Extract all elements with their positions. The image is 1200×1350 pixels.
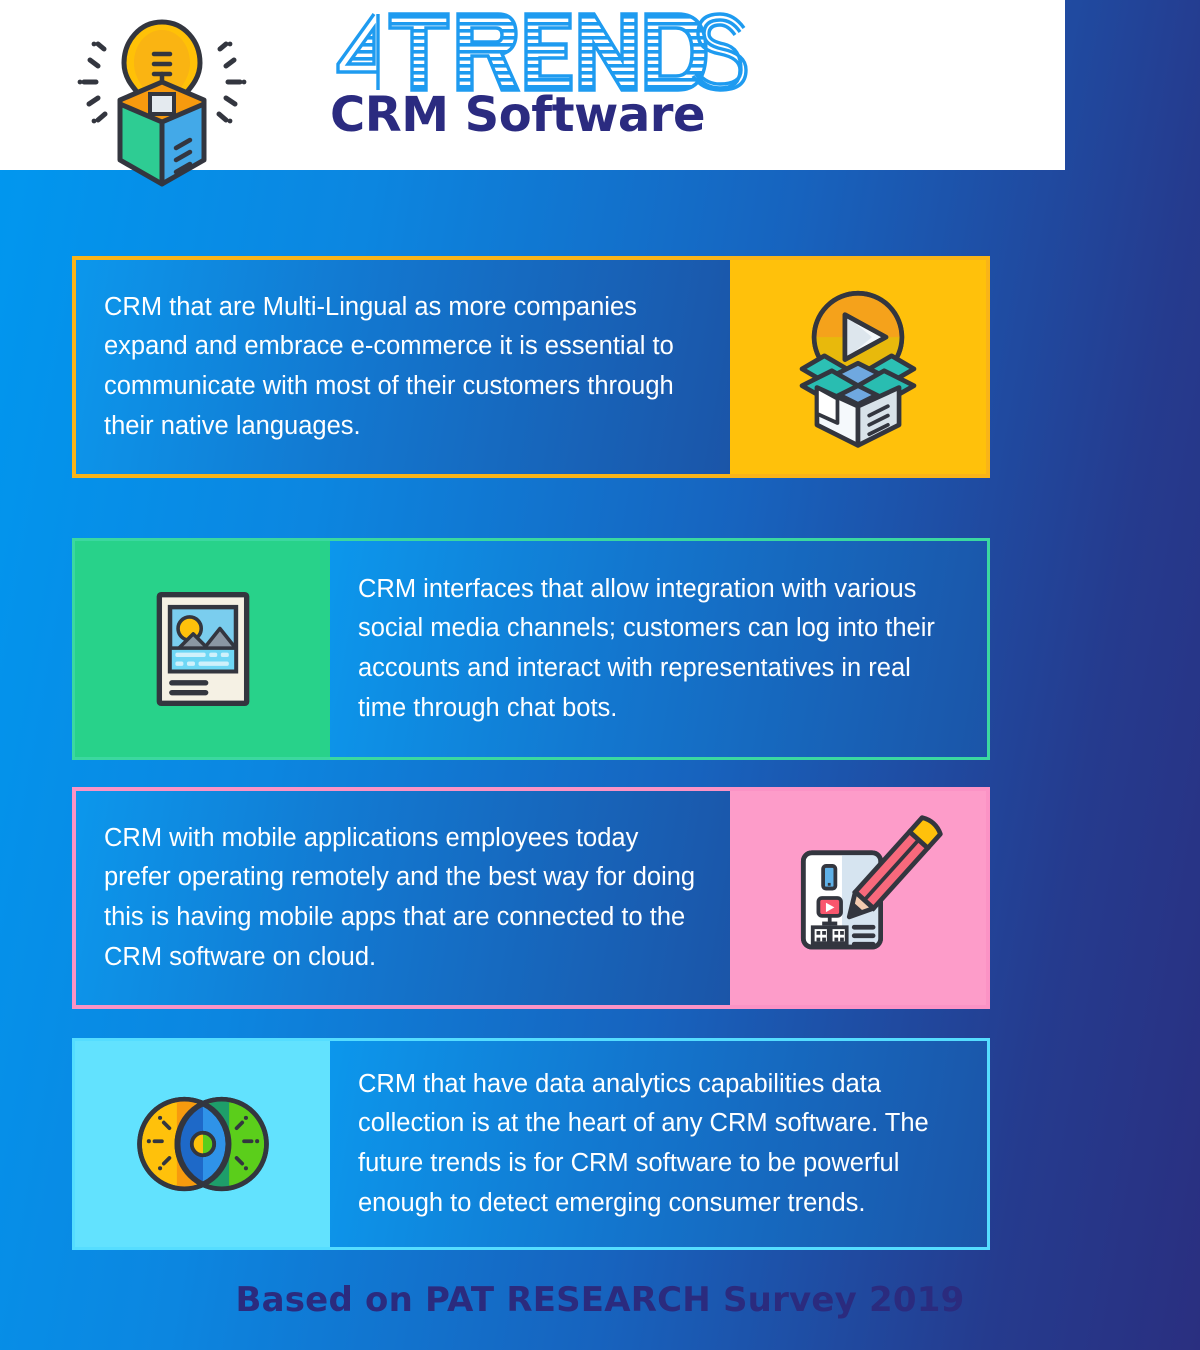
venn-diagram-icon <box>136 1096 269 1192</box>
trend-2-text-panel: CRM interfaces that allow integration wi… <box>330 541 987 757</box>
trend-1-icon-panel <box>730 260 986 474</box>
lightbulb-in-open-box-icon <box>72 8 252 193</box>
image-document-icon <box>156 591 249 707</box>
trend-block-2: CRM interfaces that allow integration wi… <box>72 538 990 760</box>
trend-block-3: CRM with mobile applications employees t… <box>72 787 990 1009</box>
trend-3-icon-panel <box>730 791 986 1005</box>
header-text-group: CRM Software <box>330 8 1030 140</box>
trend-4-icon-panel <box>75 1041 330 1247</box>
trend-4-text-panel: CRM that have data analytics capabilitie… <box>330 1041 987 1247</box>
page-title <box>330 8 1030 92</box>
trend-block-1: CRM that are Multi-Lingual as more compa… <box>72 256 990 478</box>
trend-3-text: CRM with mobile applications employees t… <box>104 823 696 971</box>
footer-attribution: Based on PAT RESEARCH Survey 2019 <box>235 1280 965 1320</box>
trend-3-text-panel: CRM with mobile applications employees t… <box>76 791 730 1005</box>
page-subtitle: CRM Software <box>330 87 706 143</box>
pencil-form-icon <box>800 815 943 950</box>
trend-1-text-panel: CRM that are Multi-Lingual as more compa… <box>76 260 730 474</box>
footer: Based on PAT RESEARCH Survey 2019 <box>0 1280 1200 1320</box>
trend-1-text: CRM that are Multi-Lingual as more compa… <box>104 292 674 440</box>
trend-2-text: CRM interfaces that allow integration wi… <box>358 574 935 722</box>
trend-2-icon-panel <box>75 541 330 757</box>
trend-block-4: CRM that have data analytics capabilitie… <box>72 1038 990 1250</box>
play-button-in-open-box-icon <box>799 290 917 448</box>
trend-4-text: CRM that have data analytics capabilitie… <box>358 1069 929 1217</box>
